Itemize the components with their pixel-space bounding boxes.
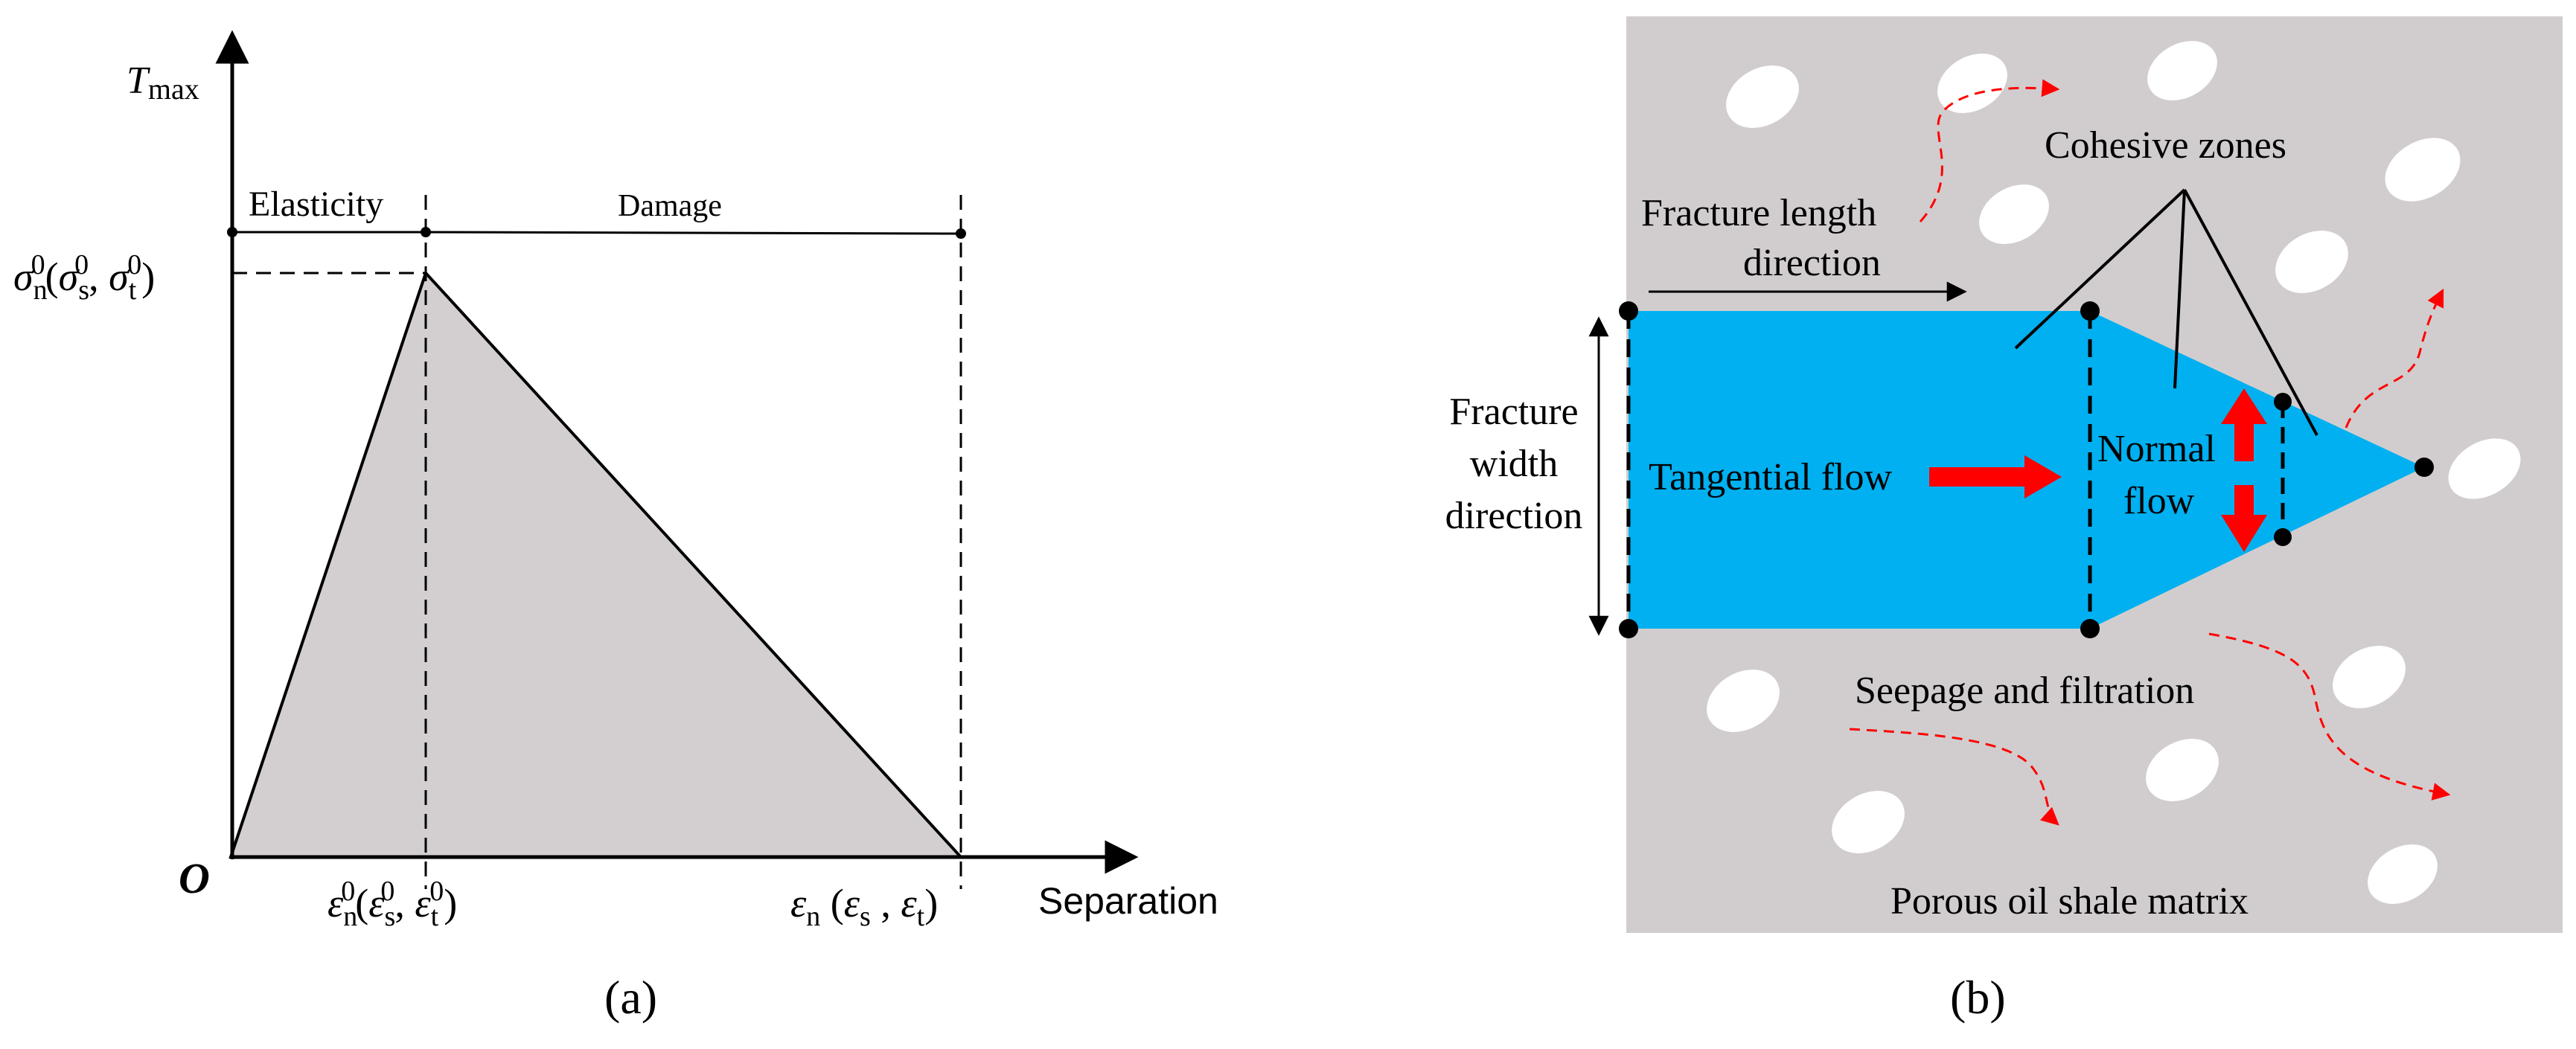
traction-separation-area: [228, 270, 965, 859]
pore: [1937, 54, 2007, 113]
fracture-node: [2274, 393, 2292, 411]
y-axis-label: Tmax: [127, 60, 199, 106]
normal-flow-arrow-up: [2221, 388, 2267, 461]
cohesive-zone-pointer: [2183, 189, 2318, 436]
fracture-node: [2080, 619, 2100, 638]
pore: [1979, 185, 2049, 244]
fracture-node: [1619, 619, 1638, 638]
tangential-flow-arrow: [1929, 455, 2062, 498]
pore: [2368, 844, 2438, 904]
boundary-dots: [1619, 301, 2434, 638]
damage-label: Damage: [618, 189, 722, 223]
pores: [1707, 41, 2521, 904]
seepage-path: [1919, 79, 2060, 222]
caption-b: (b): [1950, 971, 2006, 1024]
normal-flow-label-line1: Normal: [2097, 428, 2216, 470]
pore: [2333, 646, 2406, 708]
tangential-flow-label: Tangential flow: [1649, 456, 1892, 498]
elasticity-start-dot: [227, 227, 237, 237]
fracture-node: [1619, 301, 1638, 321]
pore: [1832, 791, 1905, 853]
normal-flow-label-line2: flow: [2123, 480, 2195, 522]
elasticity-label: Elasticity: [249, 185, 383, 224]
panel-b: Cohesive zones Fracture length direction…: [1445, 16, 2563, 1024]
pore: [1707, 670, 1780, 732]
matrix-label: Porous oil shale matrix: [1891, 880, 2249, 923]
pore: [2385, 138, 2461, 202]
caption-a: (a): [604, 971, 657, 1024]
initiation-strain-label: εn0(εs0, εt0): [327, 876, 457, 932]
fracture-node: [2274, 528, 2292, 546]
fracture-width-label-line3: direction: [1445, 495, 1583, 537]
failure-strain-label: εn (εs , εt): [790, 881, 938, 932]
seepage-path: [1849, 728, 2059, 826]
fracture-length-label-line2: direction: [1743, 242, 1881, 284]
fracture-width-label-line2: width: [1470, 443, 1558, 485]
normal-flow-arrow-down: [2221, 485, 2267, 552]
cohesive-zone-pointer: [2173, 189, 2186, 389]
fracture-length-label-line1: Fracture length: [1641, 192, 1876, 234]
fracture-tip: [2414, 458, 2434, 477]
pore: [1726, 65, 1799, 128]
damage-bar: [425, 231, 962, 235]
cohesive-zones-label: Cohesive zones: [2045, 124, 2286, 167]
cohesive-zone-pointers: [2014, 188, 2318, 436]
pore: [2448, 438, 2521, 499]
x-axis-label: Separation: [1038, 880, 1218, 922]
fracture-width-label-line1: Fracture: [1449, 391, 1578, 433]
cohesive-zone-pointer: [2014, 188, 2186, 350]
panel-a: Tmax Elasticity Damage σn0(σs0, σt0) O ε…: [13, 30, 1218, 1024]
origin-label: O: [179, 854, 210, 902]
fracture-node: [2080, 301, 2100, 321]
pore: [2147, 41, 2217, 100]
seepage-paths: [1849, 79, 2451, 826]
seepage-label: Seepage and filtration: [1855, 670, 2194, 712]
pore: [2146, 739, 2219, 801]
peak-stress-label: σn0(σs0, σt0): [13, 249, 155, 306]
seepage-path: [2345, 288, 2444, 429]
pore: [2275, 231, 2348, 293]
